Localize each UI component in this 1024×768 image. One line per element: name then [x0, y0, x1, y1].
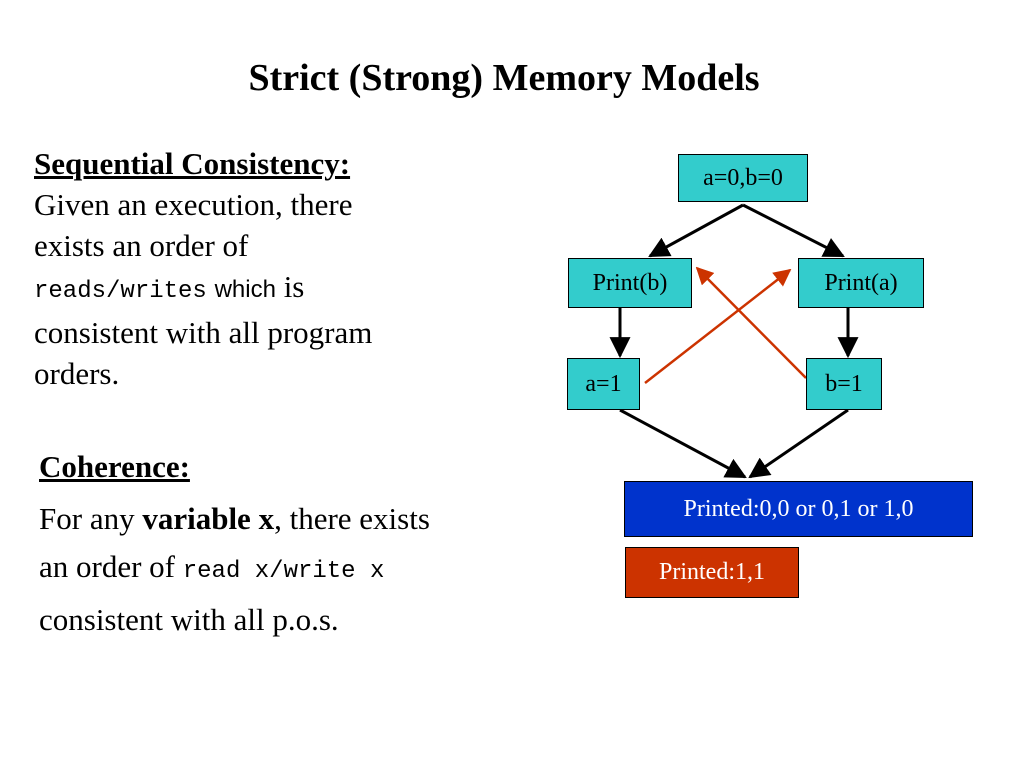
coherence-heading: Coherence:	[39, 449, 190, 484]
arrow-a1-to-result	[619, 408, 747, 479]
result-possible: Printed:0,0 or 0,1 or 1,0	[624, 481, 973, 537]
node-init: a=0,b=0	[678, 154, 808, 202]
node-write-a: a=1	[567, 358, 640, 410]
node-write-b: b=1	[806, 358, 882, 410]
node-print-b: Print(b)	[568, 258, 692, 308]
sc-line-3: reads/writes which is	[34, 266, 504, 312]
coh-bold-term: variable x	[142, 501, 275, 536]
coh-text-post: , there exists	[274, 501, 430, 536]
sequential-consistency-heading: Sequential Consistency:	[34, 146, 351, 181]
sc-line-4: consistent with all program	[34, 315, 373, 350]
sc-is: is	[283, 269, 305, 304]
coh-text-pre: For any	[39, 501, 135, 536]
red-arrow-b1-to-print-b	[695, 266, 807, 379]
sc-line-2: exists an order of	[34, 228, 249, 263]
sequential-consistency-block: Sequential Consistency: Given an executi…	[34, 143, 504, 394]
sc-which: which	[214, 276, 276, 303]
coh-line-2: an order of read x/write x	[39, 543, 559, 596]
arrow-b1-to-result	[748, 408, 849, 479]
coh-code: read x/write x	[182, 558, 385, 585]
sc-line-1: Given an execution, there	[34, 187, 353, 222]
coh-line-1: For any variable x, there exists	[39, 495, 559, 543]
red-arrow-a1-to-print-a	[644, 268, 792, 384]
result-impossible: Printed:1,1	[625, 547, 799, 598]
arrow-init-to-print-b	[648, 203, 744, 258]
coh-line-3: consistent with all p.o.s.	[39, 602, 339, 637]
coh-line2-pre: an order of	[39, 549, 175, 584]
page-title: Strict (Strong) Memory Models	[248, 57, 760, 99]
sc-line-5: orders.	[34, 356, 120, 391]
arrow-init-to-print-a	[742, 203, 845, 258]
sc-code-reads-writes: reads/writes	[34, 278, 207, 305]
node-print-a: Print(a)	[798, 258, 924, 308]
coherence-block: Coherence: For any variable x, there exi…	[39, 443, 559, 644]
